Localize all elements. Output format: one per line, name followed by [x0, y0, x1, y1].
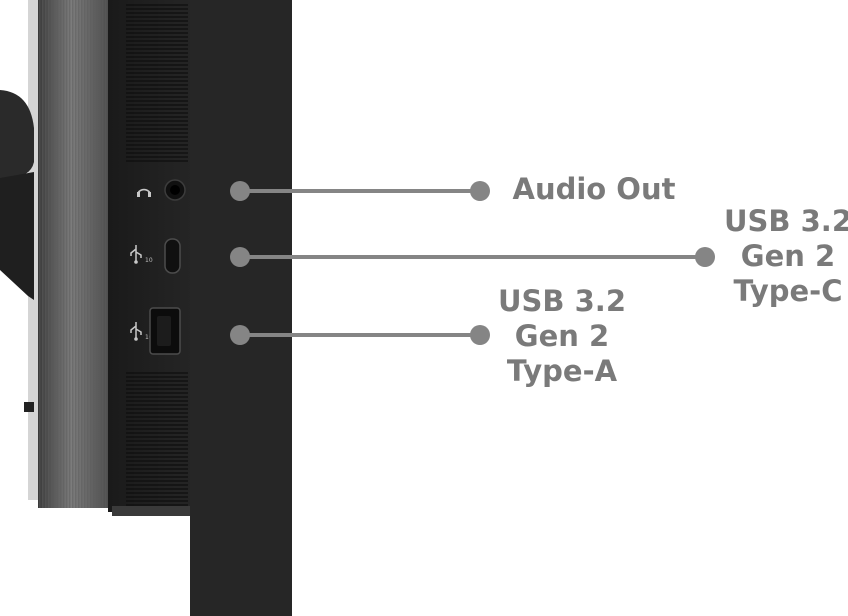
label-line: Type-A	[506, 354, 618, 388]
port-panel-vent-bottom	[126, 372, 188, 508]
label-line: USB 3.2	[497, 284, 626, 318]
label-line: Gen 2	[740, 239, 836, 273]
headphone-icon	[137, 188, 151, 197]
stand-arm	[0, 90, 34, 179]
callout-usb-c	[230, 247, 715, 267]
port-panel-vent-top	[126, 4, 188, 164]
usb-icon	[130, 245, 142, 264]
usb-icon	[130, 322, 142, 341]
usb-c-speed-mark: 10	[145, 257, 153, 264]
audio-out-label: Audio Out	[500, 172, 688, 207]
monitor-side-ribs	[38, 0, 112, 508]
usb-a-label: USB 3.2 Gen 2 Type-A	[480, 284, 644, 389]
usb-c-port	[164, 238, 181, 274]
callout-dot-end	[470, 325, 490, 345]
callout-dot-start	[230, 247, 250, 267]
label-line: Gen 2	[514, 319, 610, 353]
label-line: Type-C	[733, 274, 843, 308]
callout-dot-start	[230, 181, 250, 201]
callout-dot-start	[230, 325, 250, 345]
usb-c-label: USB 3.2 Gen 2 Type-C	[706, 204, 848, 309]
usb-a-speed-mark: 10	[145, 334, 153, 341]
stand-neck	[0, 172, 34, 300]
callout-dot-end	[470, 181, 490, 201]
label-line: Audio Out	[512, 172, 676, 206]
panel-foot	[112, 506, 190, 516]
callout-dot-end	[695, 247, 715, 267]
label-line: USB 3.2	[723, 204, 848, 238]
monitor-bezel	[190, 0, 292, 616]
callout-audio	[230, 181, 490, 201]
callout-usb-a	[230, 325, 490, 345]
side-pin	[24, 402, 34, 412]
